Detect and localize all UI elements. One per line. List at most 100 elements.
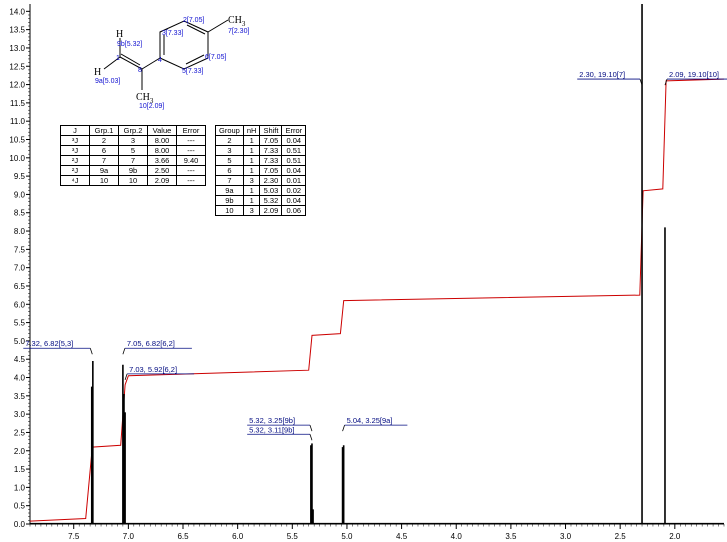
- benzene-ring: [159, 20, 209, 70]
- table-cell: 0.04: [281, 195, 307, 206]
- table-cell: ---: [176, 175, 206, 186]
- peak-label-leader: [664, 78, 668, 86]
- y-tick-label: 7.5: [14, 245, 26, 254]
- table-row: 5 1 7.33 0.51: [215, 155, 307, 166]
- table-row: 6 1 7.05 0.04: [215, 165, 307, 176]
- table-cell: ³J: [60, 135, 90, 146]
- table-cell: 1: [242, 165, 261, 176]
- y-tick-label: 10.0: [9, 154, 25, 163]
- x-tick-label: 4.0: [451, 532, 463, 541]
- table-cell: 7: [89, 155, 119, 166]
- table-cell: ---: [176, 135, 206, 146]
- x-tick-label: 4.5: [396, 532, 408, 541]
- table-row: 2 1 7.05 0.04: [215, 135, 307, 146]
- y-tick-label: 14.0: [9, 7, 25, 16]
- table-cell: 8.00: [147, 145, 177, 156]
- table-cell: 0.51: [281, 145, 307, 156]
- table-cell: 3.66: [147, 155, 177, 166]
- shift-table-header: Group nH Shift Error: [215, 125, 307, 136]
- y-tick-label: 1.5: [14, 465, 26, 474]
- table-cell: 5: [215, 155, 244, 166]
- y-tick-label: 13.0: [9, 44, 25, 53]
- table-cell: ³J: [60, 145, 90, 156]
- table-row: 3 1 7.33 0.51: [215, 145, 307, 156]
- x-tick-label: 3.5: [505, 532, 517, 541]
- table-row: 9a 1 5.03 0.02: [215, 185, 307, 196]
- integral-curve-layer: [29, 78, 725, 522]
- ring-double-bond: [185, 54, 205, 65]
- table-cell: ⁴J: [60, 175, 90, 186]
- x-tick-label: 5.5: [287, 532, 299, 541]
- y-tick-label: 12.0: [9, 81, 25, 90]
- table-cell: ---: [176, 165, 206, 176]
- ring-double-bond: [186, 24, 206, 35]
- y-tick-label: 10.5: [9, 135, 25, 144]
- peak-label: 7.05, 6.82[6,2]: [127, 339, 175, 348]
- y-tick-label: 2.5: [14, 428, 26, 437]
- table-cell: 0.04: [281, 135, 307, 146]
- table-header-cell: Value: [147, 125, 177, 136]
- y-tick-label: 6.0: [14, 300, 26, 309]
- table-cell: 7.33: [259, 145, 283, 156]
- shift-note-5: 5[7.33]: [182, 68, 203, 75]
- table-cell: ²J: [60, 165, 90, 176]
- shift-note-10: 10[2.09]: [139, 103, 164, 110]
- table-header-cell: Grp.1: [89, 125, 119, 136]
- h-bond-9a: [103, 56, 121, 70]
- table-cell: 0.06: [281, 205, 307, 216]
- methyl-bond: [207, 19, 229, 33]
- table-row: ²J 9a 9b 2.50 ---: [60, 165, 206, 176]
- atom-number-8: 8: [138, 67, 142, 74]
- table-header-cell: Grp.2: [118, 125, 148, 136]
- atom-ch3-7: CH3: [228, 15, 246, 28]
- y-tick-label: 0.5: [14, 502, 26, 511]
- molecule-labels: H H CH3 CH3 9b[5.32] 9a[5.03] 10[2.09] 3…: [94, 15, 249, 110]
- peak-label: 5.04, 3.25[9a]: [347, 416, 393, 425]
- y-tick-label: 3.5: [14, 392, 26, 401]
- table-cell: 1: [242, 145, 261, 156]
- y-tick-label: 4.5: [14, 355, 26, 364]
- alkene-double-bond: [120, 53, 141, 66]
- shift-note-6: 6[7.05]: [205, 54, 226, 61]
- table-cell: 2.09: [147, 175, 177, 186]
- table-cell: 5: [118, 145, 148, 156]
- peak-label-leader: [89, 348, 93, 355]
- table-cell: 0.51: [281, 155, 307, 166]
- molecule-structure: [103, 19, 229, 90]
- y-tick-label: 2.0: [14, 447, 26, 456]
- table-cell: 9a: [215, 185, 244, 196]
- table-cell: 6: [89, 145, 119, 156]
- x-tick-label: 6.0: [232, 532, 244, 541]
- table-cell: 6: [215, 165, 244, 176]
- table-header-cell: nH: [242, 125, 261, 136]
- peak-label: 7.32, 6.82[5,3]: [25, 339, 73, 348]
- table-cell: 7: [118, 155, 148, 166]
- alkene-bond: [119, 56, 143, 70]
- x-tick-label: 3.0: [560, 532, 572, 541]
- y-tick-label: 9.0: [14, 190, 26, 199]
- table-cell: 1: [242, 185, 261, 196]
- aryl-alkene-bond: [141, 57, 161, 70]
- table-header-cell: Shift: [259, 125, 283, 136]
- table-cell: 2.09: [259, 205, 283, 216]
- atom-ch3-10: CH3: [136, 92, 154, 105]
- table-cell: 7: [215, 175, 244, 186]
- chemical-shift-table: Group nH Shift Error 2 1 7.05 0.04 3 1 7…: [215, 125, 307, 216]
- table-header-cell: Group: [215, 125, 244, 136]
- table-cell: 7.33: [259, 155, 283, 166]
- table-cell: 2.50: [147, 165, 177, 176]
- table-cell: 7.05: [259, 165, 283, 176]
- peak-label-leader: [122, 348, 126, 355]
- y-tick-label: 0.0: [14, 520, 26, 529]
- table-cell: 10: [89, 175, 119, 186]
- peak-annotations-layer: 7.32, 6.82[5,3]7.05, 6.82[6,2]7.03, 5.92…: [23, 70, 727, 441]
- peak-label: 5.32, 3.11[9b]: [249, 425, 294, 434]
- table-cell: 3: [118, 135, 148, 146]
- integral-curve: [29, 78, 725, 522]
- y-tick-label: 8.0: [14, 227, 26, 236]
- table-cell: 10: [215, 205, 244, 216]
- table-row: ⁴J 10 10 2.09 ---: [60, 175, 206, 186]
- y-tick-label: 11.0: [10, 117, 26, 126]
- atom-number-1: 1: [116, 55, 120, 62]
